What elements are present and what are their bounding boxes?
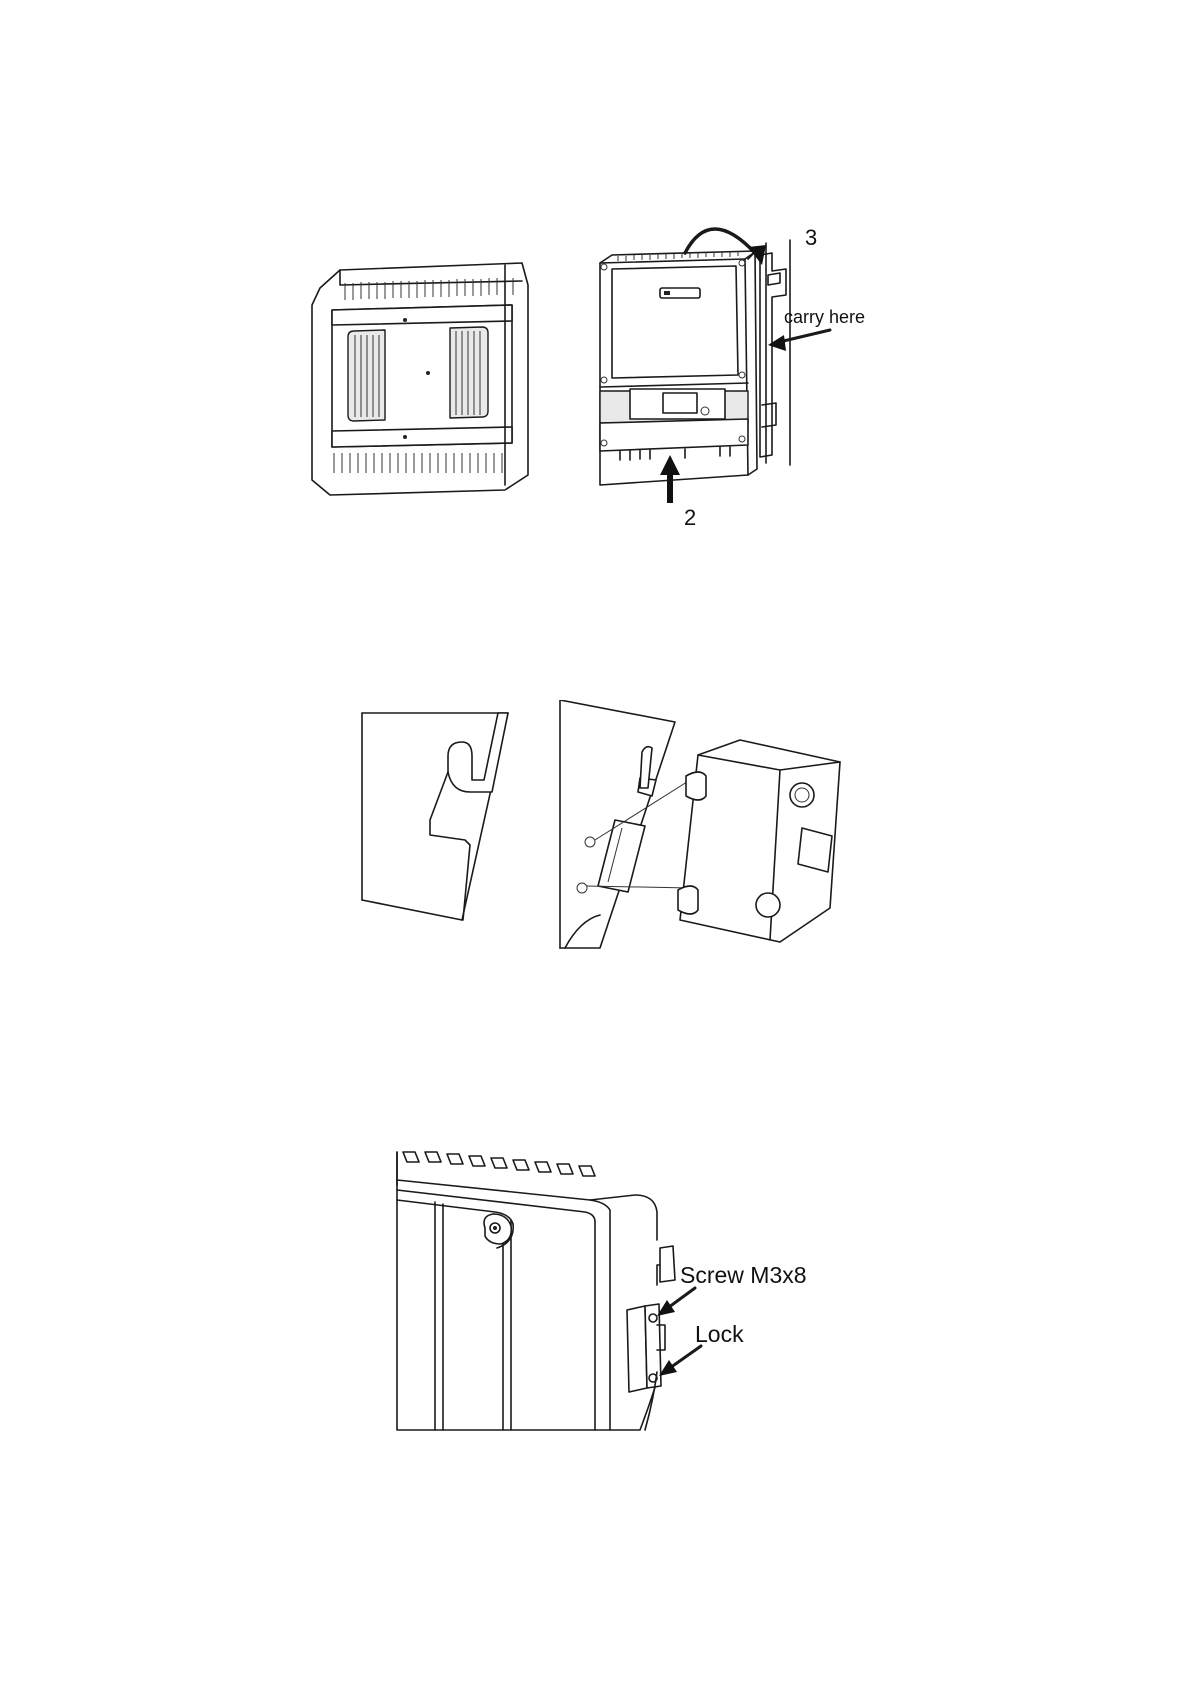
figure-screw-lock-drawing: Screw M3x8 Lock xyxy=(395,1140,825,1440)
figure-hook-detail xyxy=(360,700,880,950)
inverter-back-view xyxy=(312,263,528,495)
label-step-2: 2 xyxy=(684,505,696,530)
figure-inverter-mounting: 3 carry here 2 xyxy=(300,225,940,555)
bracket-assembly xyxy=(560,700,840,948)
inverter-front-view xyxy=(600,229,830,503)
figure-inverter-mounting-drawing: 3 carry here 2 xyxy=(300,225,940,555)
label-screw-m3x8: Screw M3x8 xyxy=(680,1262,807,1288)
figure-hook-detail-drawing xyxy=(360,700,880,950)
label-step-3: 3 xyxy=(805,225,817,250)
figure-screw-lock: Screw M3x8 Lock xyxy=(395,1140,825,1440)
label-carry-here: carry here xyxy=(784,307,865,327)
label-lock: Lock xyxy=(695,1321,744,1347)
hook-cross-section xyxy=(362,713,508,920)
inverter-corner-view xyxy=(397,1152,701,1430)
